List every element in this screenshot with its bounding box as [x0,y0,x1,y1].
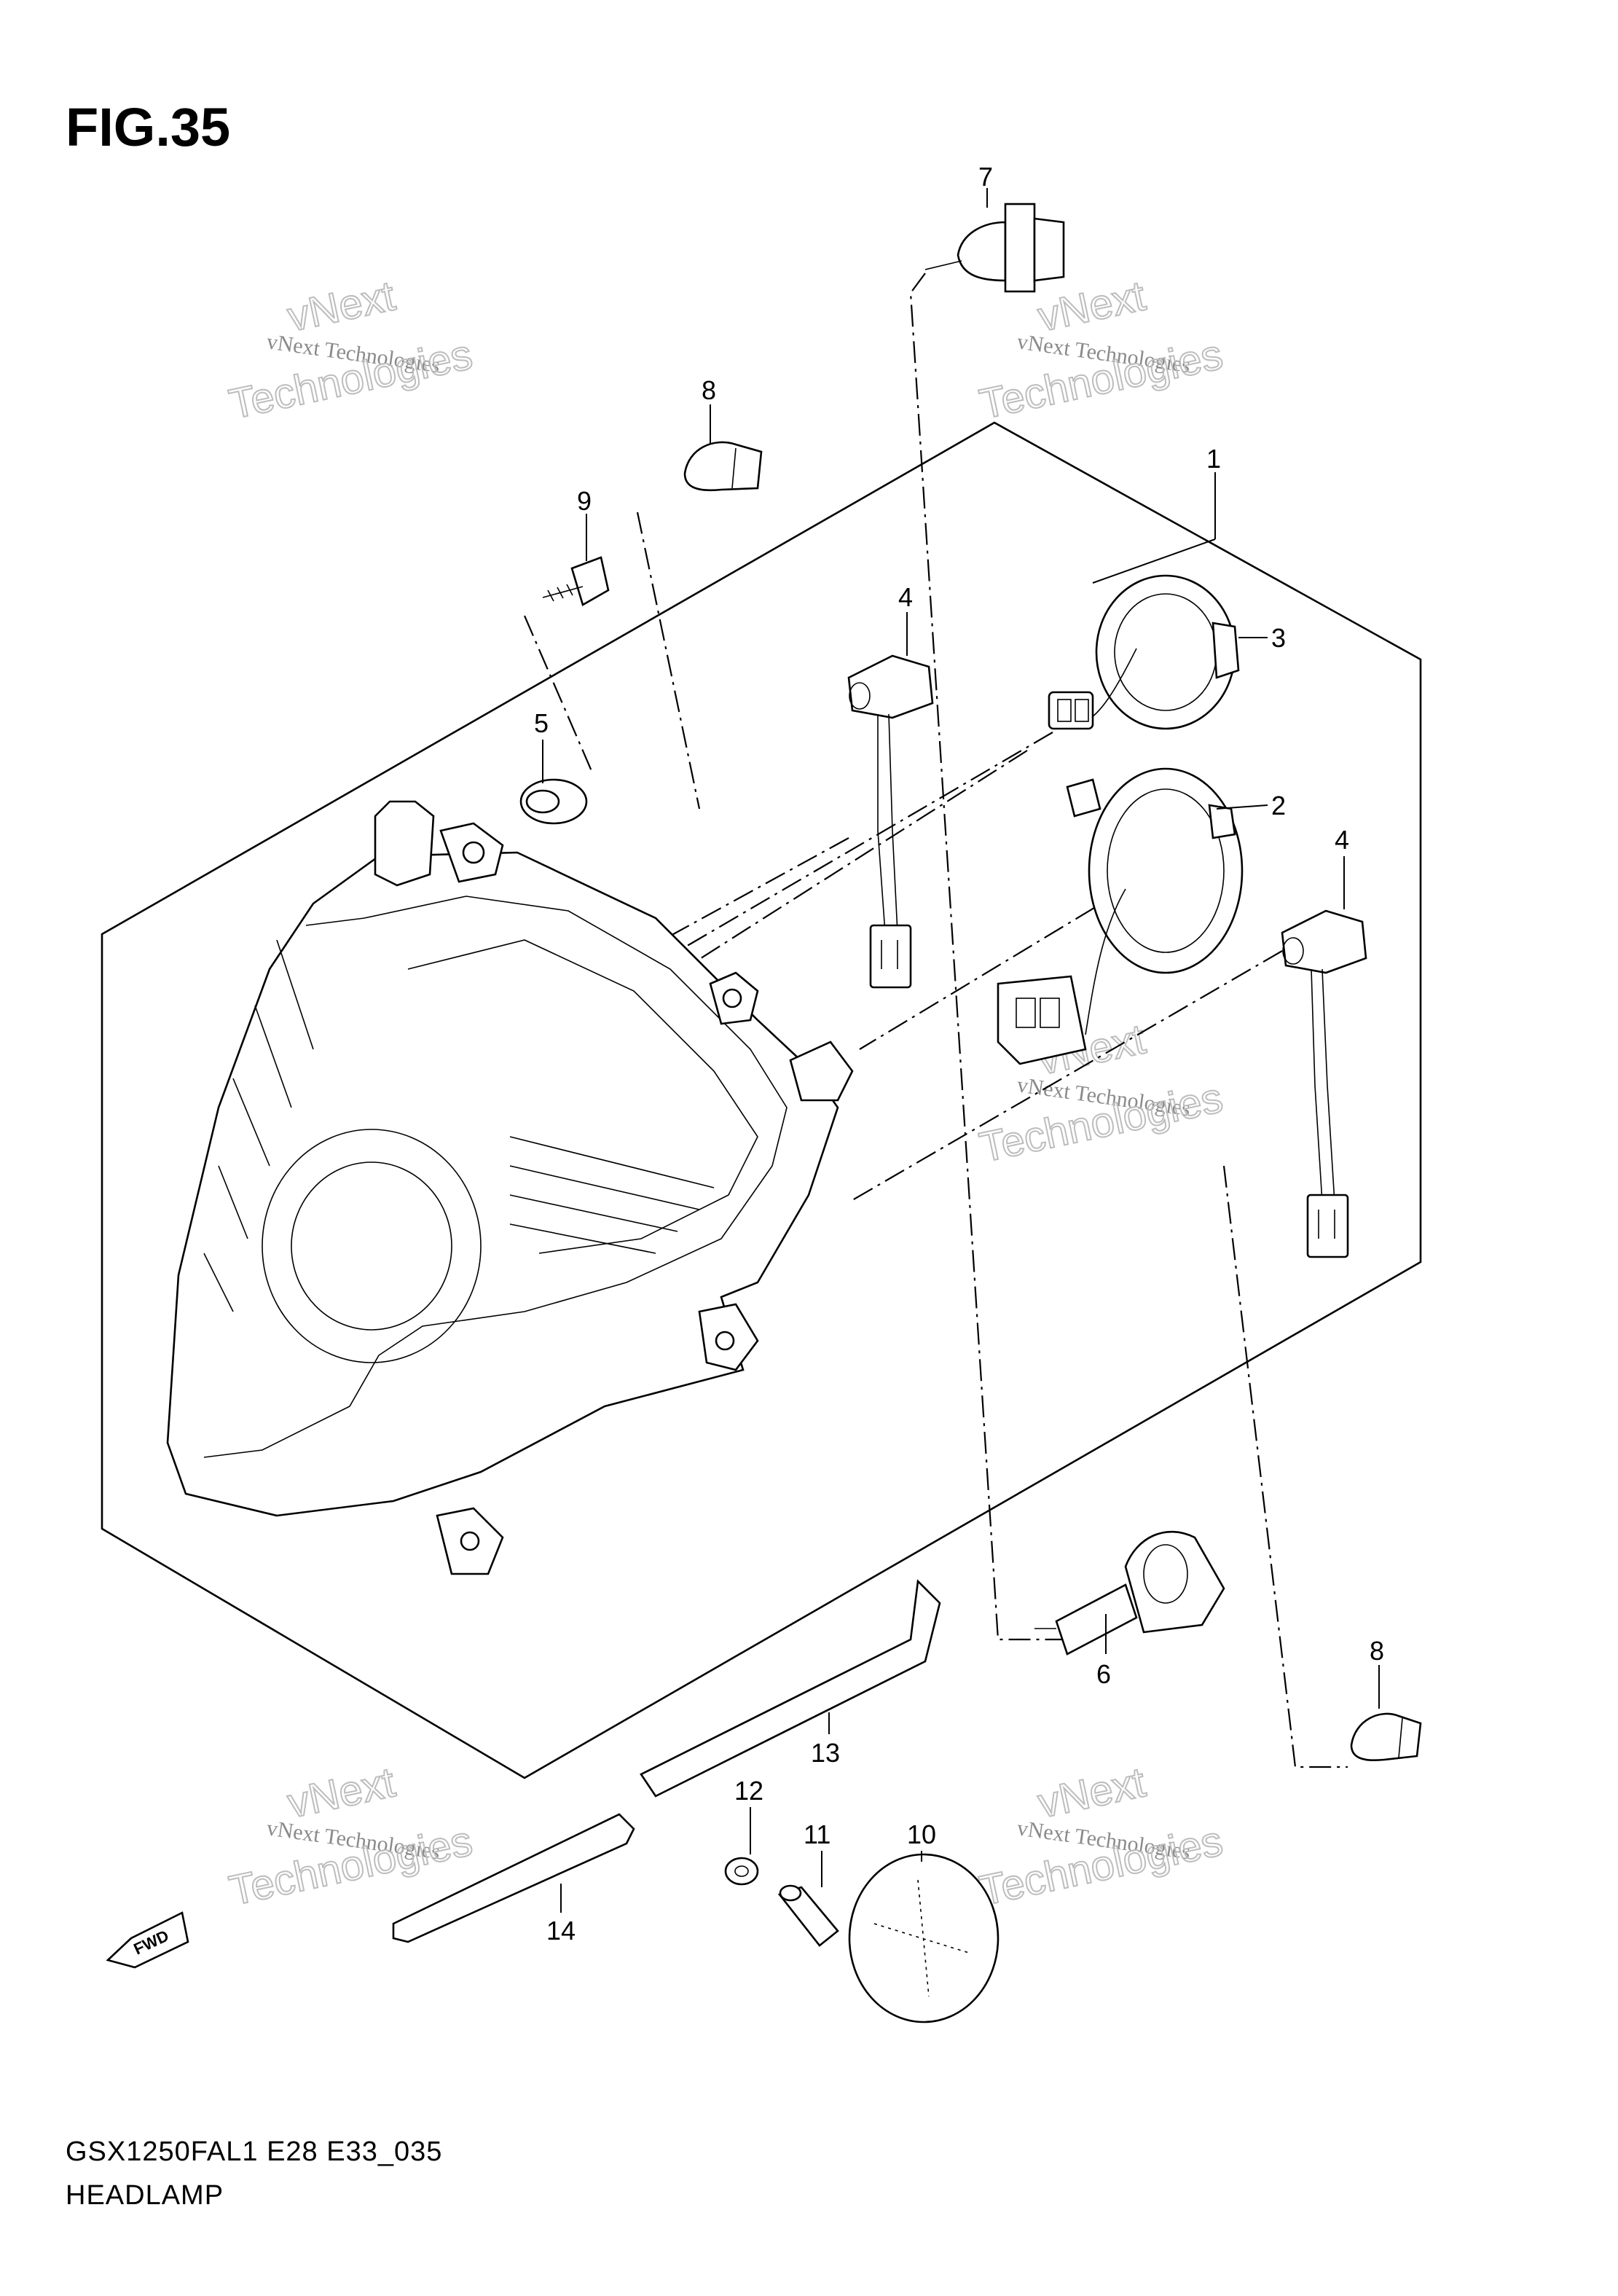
callout-7: 7 [978,162,993,192]
part-8-bulb-top [683,441,763,492]
callout-4-upper: 4 [898,582,913,612]
footer-model-code: GSX1250FAL1 E28 E33_035 [66,2136,442,2167]
watermark-bottom-right: vNext vNext Technologies Technologies [975,1758,1228,1915]
part-11-pin [777,1884,839,1947]
callout-8-bottom: 8 [1370,1636,1384,1666]
callout-8-top: 8 [702,375,716,405]
callout-3: 3 [1271,623,1286,653]
part-12-washer [724,1857,759,1886]
callout-4-right: 4 [1335,825,1349,855]
part-6-bulb [1034,1530,1225,1656]
part-13-strip [640,1579,941,1798]
callout-2: 2 [1271,791,1286,820]
part-5-grommet [519,778,588,825]
watermark-top-right: vNext vNext Technologies Technologies [975,271,1228,428]
callouts: 7 8 1 9 4 3 5 2 4 6 8 13 12 11 10 14 [534,162,1384,1946]
callout-5: 5 [534,708,549,738]
part-4-socket-upper [847,654,934,989]
headlamp-housing [166,800,854,1575]
fwd-arrow-icon: FWD [106,1911,189,1969]
callout-1: 1 [1206,444,1221,474]
svg-text:vNext: vNext [1034,272,1150,340]
part-2-ring [997,767,1244,1065]
callout-10: 10 [907,1819,936,1849]
svg-text:vNext: vNext [283,272,399,340]
callout-13: 13 [811,1738,840,1768]
callout-12: 12 [734,1776,763,1806]
figure-title: FIG.35 [66,97,230,157]
part-7-h4-bulb [924,203,1065,293]
part-9-screw [542,556,610,606]
part-4-socket-right [1281,909,1367,1258]
watermark-top-left: vNext vNext Technologies Technologies [224,271,477,428]
assembly-boundary [101,421,1422,1779]
footer-part-name: HEADLAMP [66,2180,224,2211]
svg-text:vNext: vNext [1034,1758,1150,1827]
part-3-socket [1048,574,1240,730]
callout-14: 14 [546,1916,576,1946]
callout-11: 11 [804,1819,830,1849]
svg-text:vNext: vNext [283,1758,399,1827]
watermark-bottom-left: vNext vNext Technologies Technologies [224,1758,477,1915]
part-10-cap [848,1853,1000,2023]
part-8-bulb-bottom [1350,1712,1422,1761]
callout-9: 9 [577,486,592,516]
part-14-strip [392,1813,635,1943]
leader-lines [542,188,1380,1913]
callout-6: 6 [1096,1659,1111,1689]
